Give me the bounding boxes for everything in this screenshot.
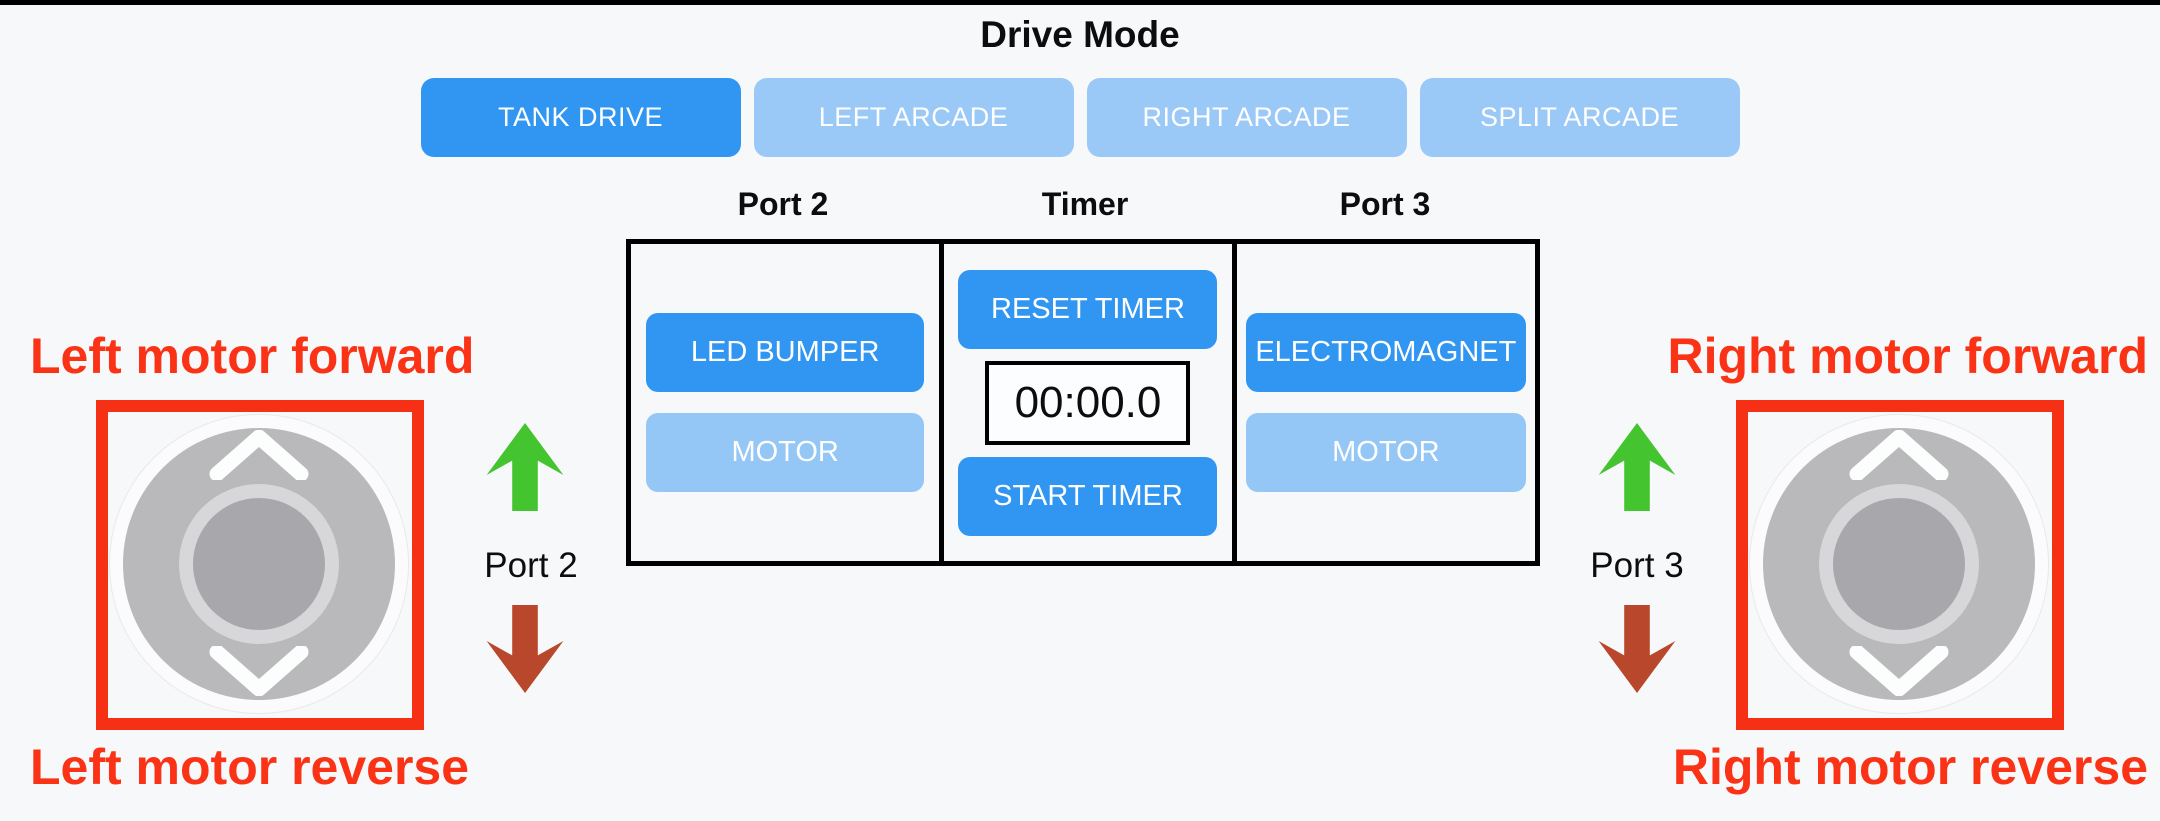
left-port-label: Port 2	[484, 546, 578, 585]
right-motor-forward-label: Right motor forward	[1667, 328, 2148, 384]
timer-column: RESET TIMER 00:00.0 START TIMER	[939, 244, 1231, 561]
right-joystick[interactable]	[1736, 400, 2064, 730]
left-motor-forward-label: Left motor forward	[30, 328, 475, 384]
left-joystick-knob[interactable]	[193, 498, 325, 630]
split-arcade-button[interactable]: SPLIT ARCADE	[1419, 78, 1740, 157]
left-green-up-arrow-icon	[486, 423, 564, 511]
led-bumper-button[interactable]: LED BUMPER	[646, 313, 925, 392]
right-joystick-knob[interactable]	[1833, 498, 1965, 630]
joystick-down-chevron-icon	[209, 646, 309, 696]
right-red-down-arrow-icon	[1598, 605, 1676, 693]
joystick-up-chevron-icon	[209, 430, 309, 480]
timer-column-header: Timer	[1041, 186, 1129, 222]
left-joystick[interactable]	[96, 400, 424, 730]
electromagnet-button[interactable]: ELECTROMAGNET	[1245, 313, 1526, 392]
reset-timer-button[interactable]: RESET TIMER	[958, 269, 1218, 349]
joystick-down-chevron-icon	[1849, 646, 1949, 696]
port2-motor-button[interactable]: MOTOR	[646, 413, 925, 492]
drive-mode-button-row: TANK DRIVE LEFT ARCADE RIGHT ARCADE SPLI…	[0, 78, 2160, 157]
left-arcade-button[interactable]: LEFT ARCADE	[753, 78, 1074, 157]
page-title: Drive Mode	[980, 14, 1180, 55]
port3-column: ELECTROMAGNET MOTOR	[1231, 244, 1535, 561]
left-red-down-arrow-icon	[486, 605, 564, 693]
port3-motor-button[interactable]: MOTOR	[1245, 413, 1526, 492]
right-arcade-button[interactable]: RIGHT ARCADE	[1086, 78, 1407, 157]
port2-column-header: Port 2	[737, 186, 829, 222]
top-bar	[0, 0, 2160, 5]
start-timer-button[interactable]: START TIMER	[958, 456, 1218, 536]
port3-column-header: Port 3	[1339, 186, 1431, 222]
joystick-up-chevron-icon	[1849, 430, 1949, 480]
timer-display: 00:00.0	[985, 360, 1191, 445]
right-port-label: Port 3	[1590, 546, 1684, 585]
tank-drive-button[interactable]: TANK DRIVE	[420, 78, 741, 157]
control-table: LED BUMPER MOTOR RESET TIMER 00:00.0 STA…	[626, 239, 1540, 566]
right-motor-reverse-label: Right motor reverse	[1672, 739, 2148, 795]
port2-column: LED BUMPER MOTOR	[631, 244, 939, 561]
left-motor-reverse-label: Left motor reverse	[30, 739, 470, 795]
right-green-up-arrow-icon	[1598, 423, 1676, 511]
